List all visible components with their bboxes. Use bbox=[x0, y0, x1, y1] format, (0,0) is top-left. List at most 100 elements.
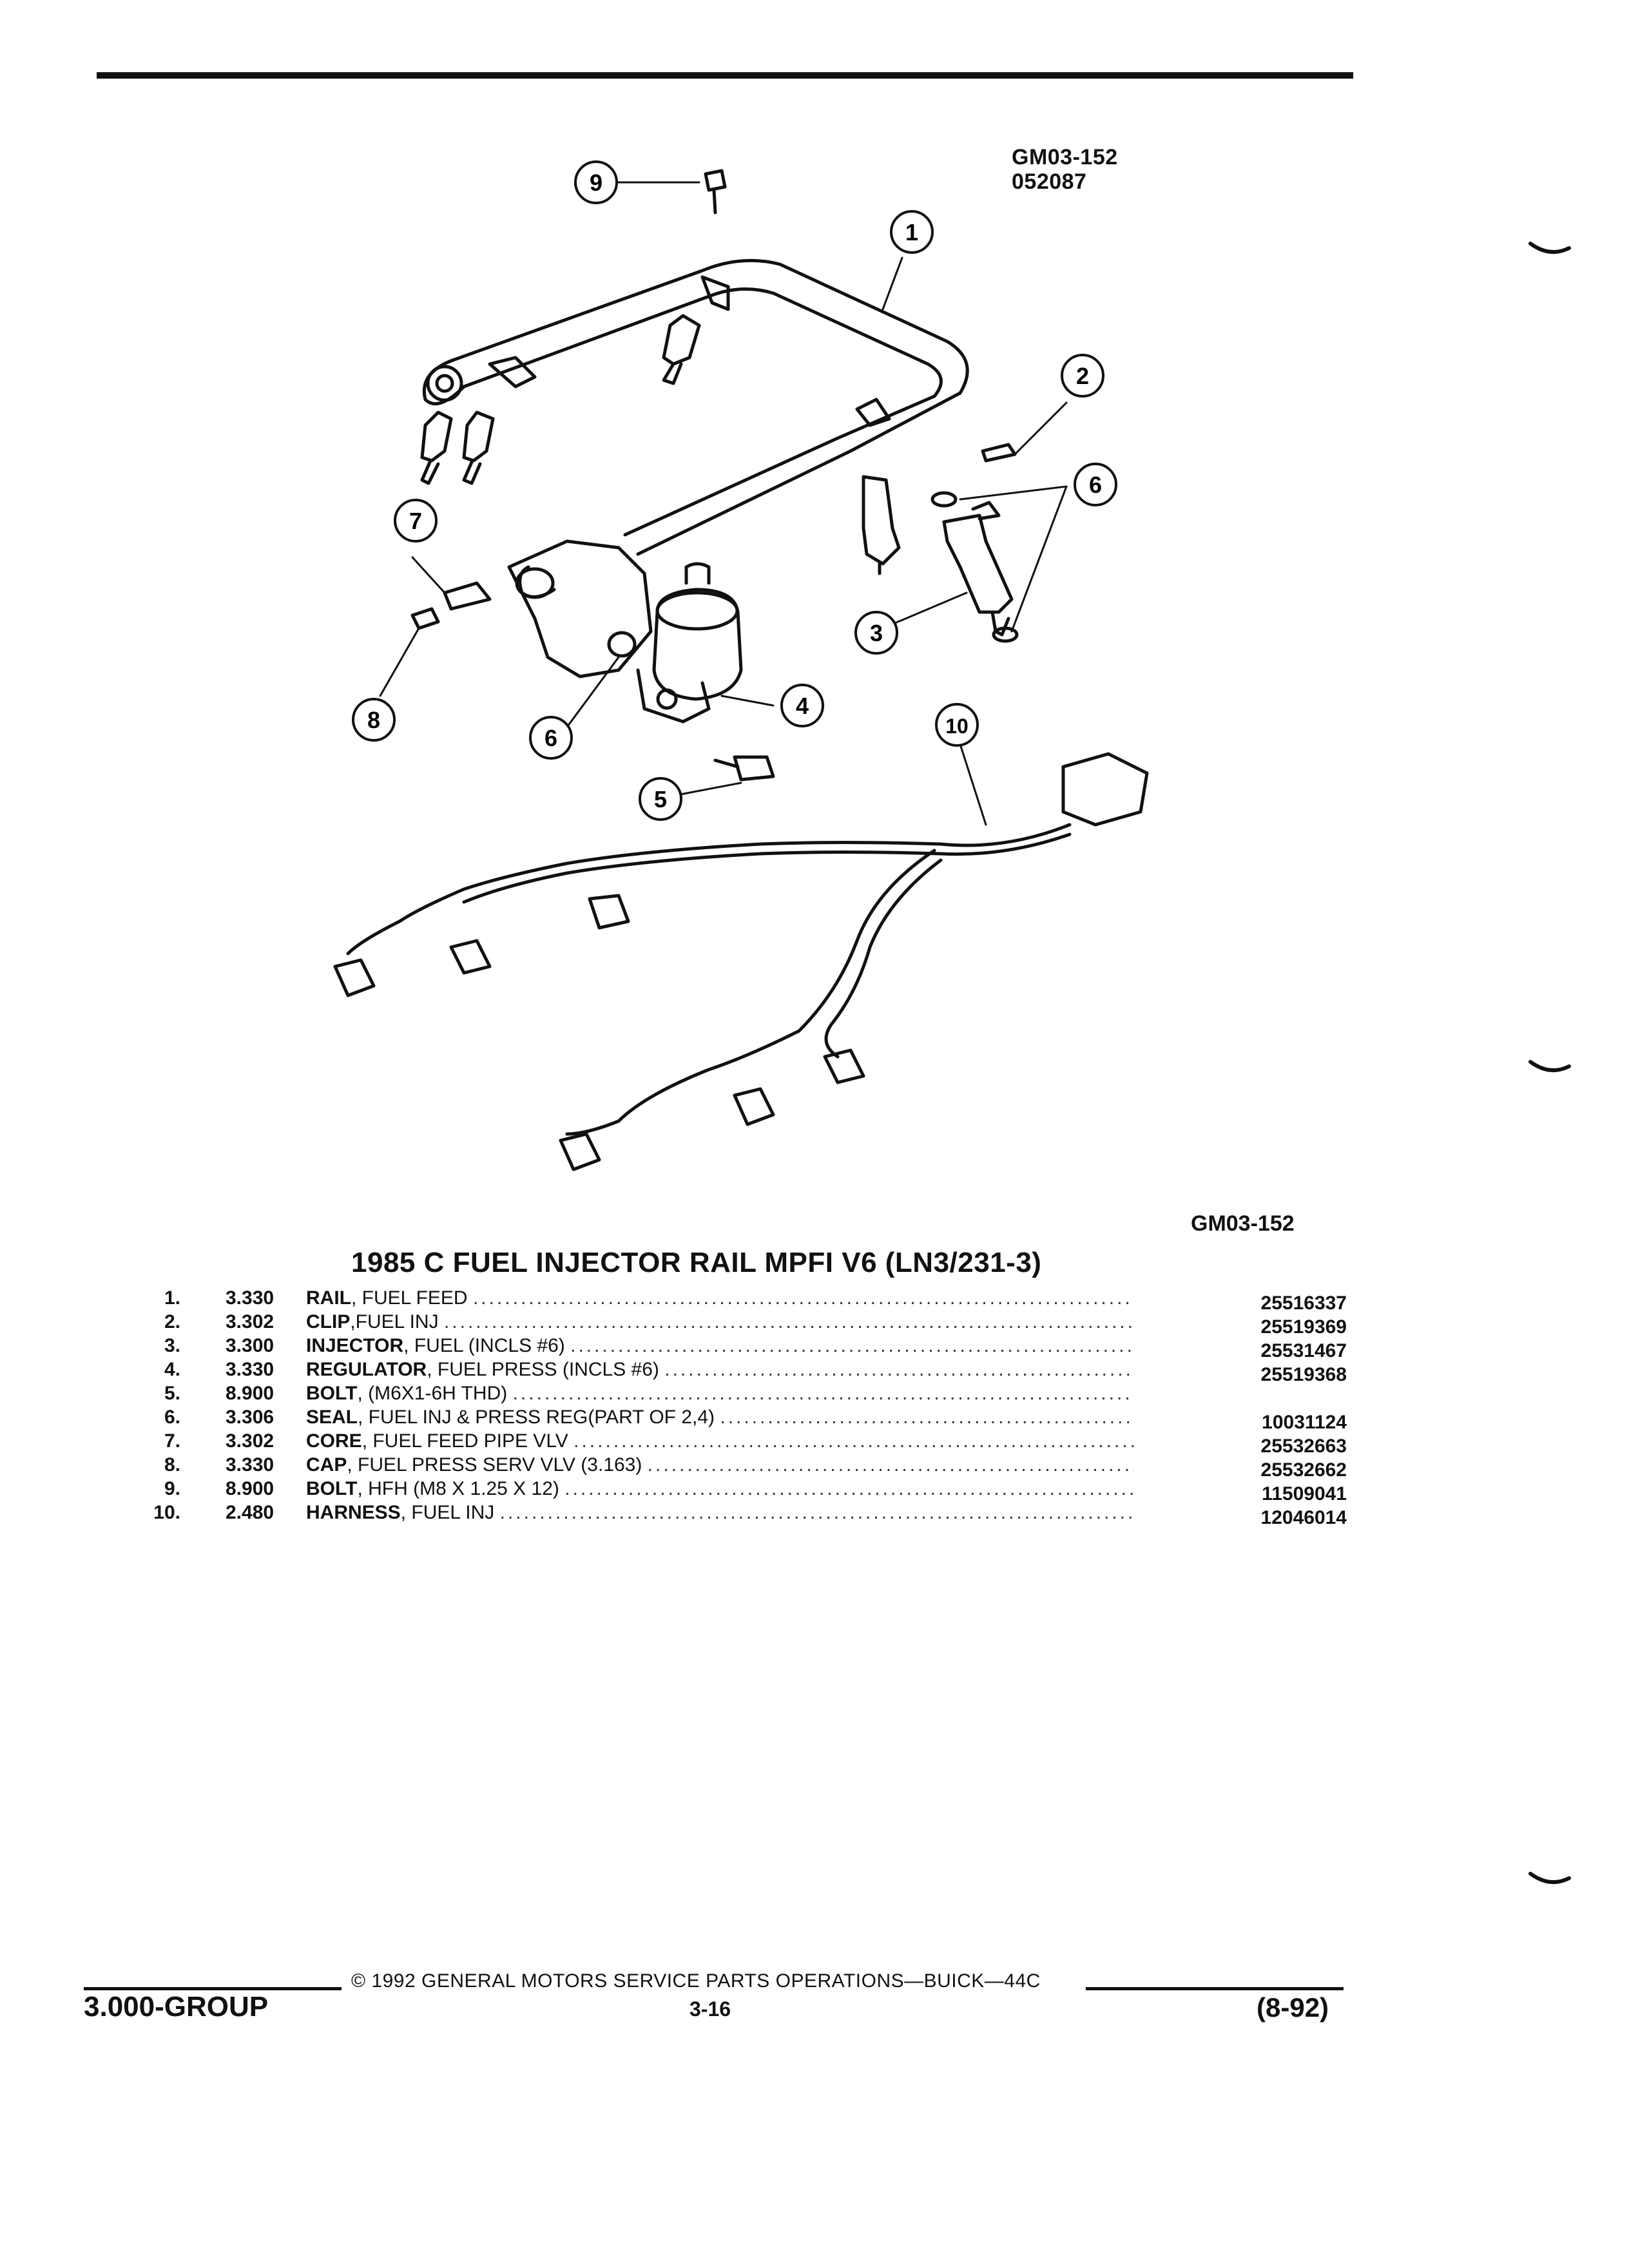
part-name: CLIP bbox=[306, 1311, 351, 1332]
part-row: 6. 3.306 SEAL, FUEL INJ & PRESS REG(PART… bbox=[129, 1405, 1347, 1433]
svg-text:1: 1 bbox=[905, 219, 918, 245]
pressure-regulator-drawing bbox=[507, 539, 743, 724]
footer-rule-left bbox=[84, 1987, 342, 1990]
part-group: 3.302 bbox=[226, 1311, 275, 1332]
part-description: HARNESS, FUEL INJ ......................… bbox=[306, 1502, 1134, 1523]
part-description: BOLT, HFH (M8 X 1.25 X 12) .............… bbox=[306, 1478, 1134, 1499]
svg-text:6: 6 bbox=[545, 725, 557, 751]
leader-lines bbox=[379, 181, 1068, 826]
part-number: 11509041 bbox=[1262, 1483, 1347, 1504]
footer-rule-right bbox=[1086, 1987, 1344, 1990]
rail-injectors-drawing bbox=[420, 314, 901, 575]
part-description: INJECTOR, FUEL (INCLS #6) ..............… bbox=[306, 1335, 1134, 1356]
svg-text:3: 3 bbox=[870, 620, 883, 646]
binder-mark-bottom bbox=[1528, 1872, 1571, 1885]
part-detail: , (M6X1-6H THD) bbox=[357, 1383, 508, 1404]
callout-1: 1 bbox=[890, 210, 934, 254]
figure-code-block: GM03-152 052087 bbox=[1012, 145, 1118, 194]
callout-4: 4 bbox=[780, 684, 824, 727]
part-index: 4. bbox=[164, 1359, 180, 1380]
part-number: 25519369 bbox=[1260, 1316, 1347, 1338]
part-detail: , FUEL (INCLS #6) bbox=[403, 1335, 565, 1356]
bolt-5-drawing bbox=[713, 755, 775, 782]
upper-seal-drawing bbox=[930, 491, 958, 508]
part-group: 3.300 bbox=[226, 1335, 275, 1356]
part-group: 3.302 bbox=[226, 1430, 275, 1452]
part-name: BOLT bbox=[306, 1383, 358, 1404]
part-index: 5. bbox=[164, 1383, 180, 1404]
part-detail: , FUEL FEED bbox=[351, 1287, 468, 1309]
fuel-rail-drawing bbox=[422, 258, 969, 556]
callout-6-left: 6 bbox=[529, 716, 573, 760]
part-group: 8.900 bbox=[226, 1478, 275, 1499]
part-number: 25532663 bbox=[1260, 1436, 1347, 1457]
callout-7: 7 bbox=[394, 499, 438, 543]
part-detail: , FUEL FEED PIPE VLV bbox=[361, 1430, 568, 1452]
part-index: 10. bbox=[153, 1502, 180, 1523]
part-row: 7. 3.302 CORE, FUEL FEED PIPE VLV ......… bbox=[129, 1429, 1347, 1457]
part-name: REGULATOR bbox=[306, 1359, 427, 1380]
part-number: 25531467 bbox=[1260, 1340, 1347, 1361]
part-detail: ,FUEL INJ bbox=[350, 1311, 439, 1332]
part-name: HARNESS bbox=[306, 1502, 401, 1523]
svg-text:10: 10 bbox=[945, 715, 969, 738]
part-detail: , FUEL PRESS SERV VLV (3.163) bbox=[347, 1454, 642, 1475]
part-group: 3.330 bbox=[226, 1359, 275, 1380]
svg-text:8: 8 bbox=[367, 707, 380, 733]
svg-text:2: 2 bbox=[1076, 363, 1089, 389]
callout-6-right: 6 bbox=[1074, 463, 1117, 506]
page-title: 1985 C FUEL INJECTOR RAIL MPFI V6 (LN3/2… bbox=[351, 1247, 1042, 1278]
part-description: CORE, FUEL FEED PIPE VLV ...............… bbox=[306, 1430, 1134, 1452]
part-name: INJECTOR bbox=[306, 1335, 404, 1356]
lower-seal-drawing bbox=[992, 626, 1019, 643]
callout-3: 3 bbox=[854, 611, 898, 655]
part-number: 12046014 bbox=[1260, 1507, 1347, 1528]
part-row: 3. 3.300 INJECTOR, FUEL (INCLS #6) .....… bbox=[129, 1334, 1347, 1361]
part-name: RAIL bbox=[306, 1287, 351, 1309]
part-detail: , HFH (M8 X 1.25 X 12) bbox=[357, 1478, 559, 1499]
callout-5: 5 bbox=[639, 777, 682, 821]
bolt-9-drawing bbox=[704, 169, 727, 215]
part-detail: , FUEL INJ bbox=[400, 1502, 495, 1523]
part-index: 6. bbox=[164, 1407, 180, 1428]
part-row: 2. 3.302 CLIP,FUEL INJ .................… bbox=[129, 1310, 1347, 1338]
part-index: 7. bbox=[164, 1430, 180, 1452]
exploded-parts-diagram: 9 1 2 6 7 3 4 bbox=[333, 160, 1149, 1171]
footer-date: (8-92) bbox=[1257, 1992, 1329, 2023]
footer-copyright: © 1992 GENERAL MOTORS SERVICE PARTS OPER… bbox=[351, 1970, 1041, 1992]
part-description: CAP, FUEL PRESS SERV VLV (3.163) .......… bbox=[306, 1454, 1134, 1475]
part-index: 1. bbox=[164, 1287, 180, 1309]
part-name: SEAL bbox=[306, 1407, 358, 1428]
part-group: 8.900 bbox=[226, 1383, 275, 1404]
part-row: 5. 8.900 BOLT, (M6X1-6H THD) ...........… bbox=[129, 1381, 1347, 1405]
part-description: SEAL, FUEL INJ & PRESS REG(PART OF 2,4) … bbox=[306, 1407, 1134, 1428]
part-index: 8. bbox=[164, 1454, 180, 1475]
part-group: 3.306 bbox=[226, 1407, 275, 1428]
part-number: 25532662 bbox=[1260, 1459, 1347, 1481]
parts-list: 1. 3.330 RAIL, FUEL FEED ...............… bbox=[129, 1286, 1347, 1528]
part-detail: , FUEL INJ & PRESS REG(PART OF 2,4) bbox=[358, 1407, 715, 1428]
part-row: 9. 8.900 BOLT, HFH (M8 X 1.25 X 12) ....… bbox=[129, 1477, 1347, 1504]
valve-core-cap-drawing bbox=[410, 581, 492, 630]
part-detail: , FUEL PRESS (INCLS #6) bbox=[427, 1359, 659, 1380]
svg-text:7: 7 bbox=[409, 508, 422, 534]
part-index: 2. bbox=[164, 1311, 180, 1332]
loose-injector-drawing bbox=[942, 501, 1014, 637]
part-number: 25516337 bbox=[1260, 1293, 1347, 1314]
part-index: 3. bbox=[164, 1335, 180, 1356]
svg-text:9: 9 bbox=[590, 169, 602, 196]
part-name: CORE bbox=[306, 1430, 362, 1452]
figure-code: GM03-152 bbox=[1012, 145, 1118, 169]
callout-8: 8 bbox=[352, 698, 396, 742]
part-index: 9. bbox=[164, 1478, 180, 1499]
part-name: BOLT bbox=[306, 1478, 358, 1499]
part-name: CAP bbox=[306, 1454, 347, 1475]
callout-2: 2 bbox=[1061, 354, 1104, 398]
part-description: REGULATOR, FUEL PRESS (INCLS #6) .......… bbox=[306, 1359, 1134, 1380]
regulator-seal-drawing bbox=[607, 631, 637, 658]
footer-page-number: 3-16 bbox=[689, 1997, 731, 2021]
wiring-harness-drawing bbox=[333, 752, 1149, 1171]
svg-text:4: 4 bbox=[796, 693, 809, 719]
part-row: 10. 2.480 HARNESS, FUEL INJ ............… bbox=[129, 1501, 1347, 1528]
part-group: 3.330 bbox=[226, 1287, 275, 1309]
